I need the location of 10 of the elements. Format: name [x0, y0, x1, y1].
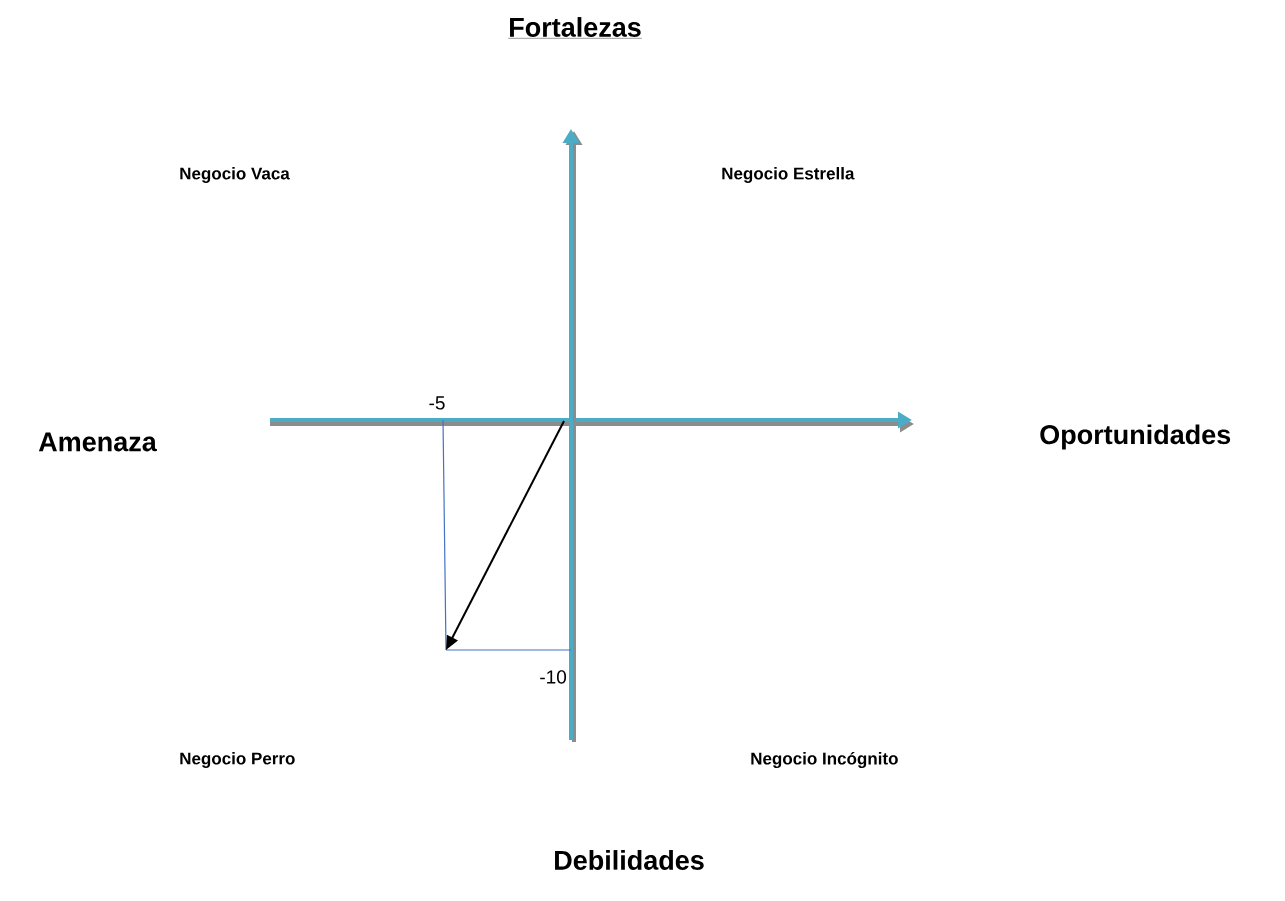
axis-label: Debilidades	[555, 850, 704, 870]
tick-label: -10	[540, 670, 567, 684]
quadrant-label: Negocio Estrella	[722, 167, 855, 183]
axis-label: Oportunidades	[1040, 424, 1231, 450]
axis-label: Amenaza	[38, 432, 157, 452]
axis-label: Fortalezas	[508, 17, 642, 39]
quadrant-label: Negocio Perro	[180, 752, 295, 768]
quadrant-label: Negocio Incógnito	[751, 751, 898, 768]
tick-label: -5	[429, 396, 445, 410]
quadrant-label: Negocio Vaca	[180, 167, 290, 183]
